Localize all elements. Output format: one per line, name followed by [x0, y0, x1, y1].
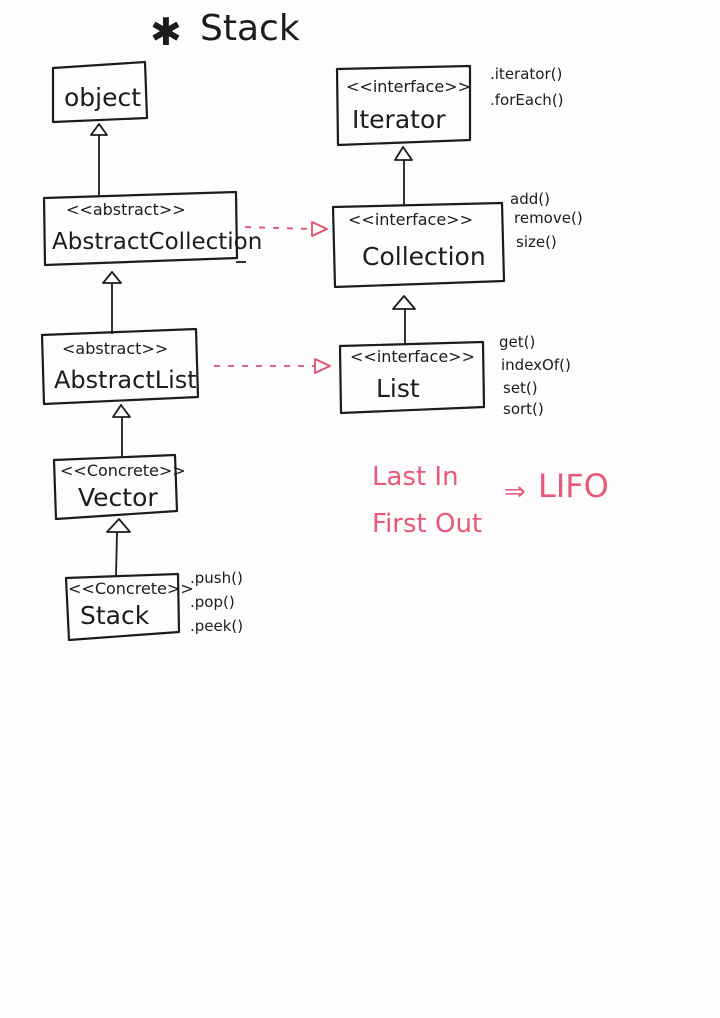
method-collection-size: size()	[516, 233, 557, 251]
note-lifo: LIFO	[538, 467, 609, 505]
arrowhead-iterator	[394, 146, 413, 161]
stereotype-iterator: <<interface>>	[346, 77, 471, 96]
stereotype-stack: <<Concrete>>	[68, 579, 194, 598]
class-box-vector: <<Concrete>> Vector	[52, 453, 186, 521]
method-iterator-iterator: .iterator()	[490, 65, 562, 83]
arrowhead-abstractlist	[112, 404, 131, 418]
method-list-indexof: indexOf()	[501, 356, 571, 374]
arrowhead-list-realization	[314, 358, 331, 374]
arrowhead-collection-realization	[311, 221, 328, 237]
method-collection-remove: remove()	[514, 209, 583, 227]
stereotype-abstractlist: <abstract>>	[62, 339, 168, 358]
method-collection-add: add()	[510, 190, 550, 208]
note-last-in: Last In	[372, 462, 459, 492]
class-name-stack: Stack	[80, 601, 150, 630]
class-name-object: object	[64, 83, 141, 112]
edge-stack-vector	[115, 531, 118, 578]
method-list-get: get()	[499, 333, 535, 351]
class-name-abstractlist: AbstractList	[54, 366, 197, 394]
class-name-collection: Collection	[362, 242, 486, 271]
class-box-object: object	[51, 60, 149, 124]
method-stack-peek: .peek()	[190, 617, 243, 635]
class-name-iterator: Iterator	[352, 105, 446, 134]
realization-edges	[214, 221, 331, 374]
class-box-stack-border	[64, 572, 181, 642]
arrowhead-collection	[392, 295, 416, 310]
class-box-abstractlist: <abstract>> AbstractList	[40, 327, 200, 406]
arrowhead-vector	[106, 518, 131, 533]
generalization-edges	[90, 123, 416, 578]
class-box-abstractlist-border	[40, 327, 200, 406]
class-box-list: <<interface>> List get() indexOf() set()…	[338, 333, 571, 418]
method-stack-pop: .pop()	[190, 593, 235, 611]
class-box-collection-border	[331, 201, 506, 289]
class-box-iterator: <<interface>> Iterator .iterator() .forE…	[335, 64, 564, 147]
method-iterator-foreach: .forEach()	[490, 91, 564, 109]
arrowhead-object	[90, 123, 108, 136]
stereotype-list: <<interface>>	[350, 347, 475, 366]
lifo-note: Last In First Out ⇒ LIFO	[372, 462, 609, 539]
method-list-sort: sort()	[503, 400, 544, 418]
class-box-list-border	[338, 340, 486, 415]
class-box-iterator-border	[335, 64, 472, 147]
class-box-abstractcollection-border	[42, 190, 239, 267]
class-box-collection: <<interface>> Collection add() remove() …	[331, 190, 583, 289]
class-box-object-border	[51, 60, 149, 124]
note-first-out: First Out	[372, 509, 482, 539]
class-box-abstractcollection: <<abstract>> AbstractCollection	[42, 190, 262, 267]
class-name-vector: Vector	[78, 483, 158, 512]
stereotype-vector: <<Concrete>>	[60, 461, 186, 480]
note-arrow-icon: ⇒	[504, 477, 526, 507]
method-list-set: set()	[503, 379, 538, 397]
title-mark: ✱	[150, 10, 182, 54]
stereotype-abstractcollection: <<abstract>>	[66, 200, 186, 219]
stereotype-collection: <<interface>>	[348, 210, 473, 229]
edge-abstractcollection-collection	[244, 226, 313, 230]
class-name-abstractcollection: AbstractCollection	[52, 229, 262, 255]
page-title: Stack	[200, 8, 300, 49]
class-name-list: List	[376, 374, 420, 403]
method-stack-push: .push()	[190, 569, 243, 587]
class-box-vector-border	[52, 453, 179, 521]
class-box-stack: <<Concrete>> Stack .push() .pop() .peek(…	[64, 569, 243, 642]
arrowhead-abstractcollection	[102, 271, 122, 284]
